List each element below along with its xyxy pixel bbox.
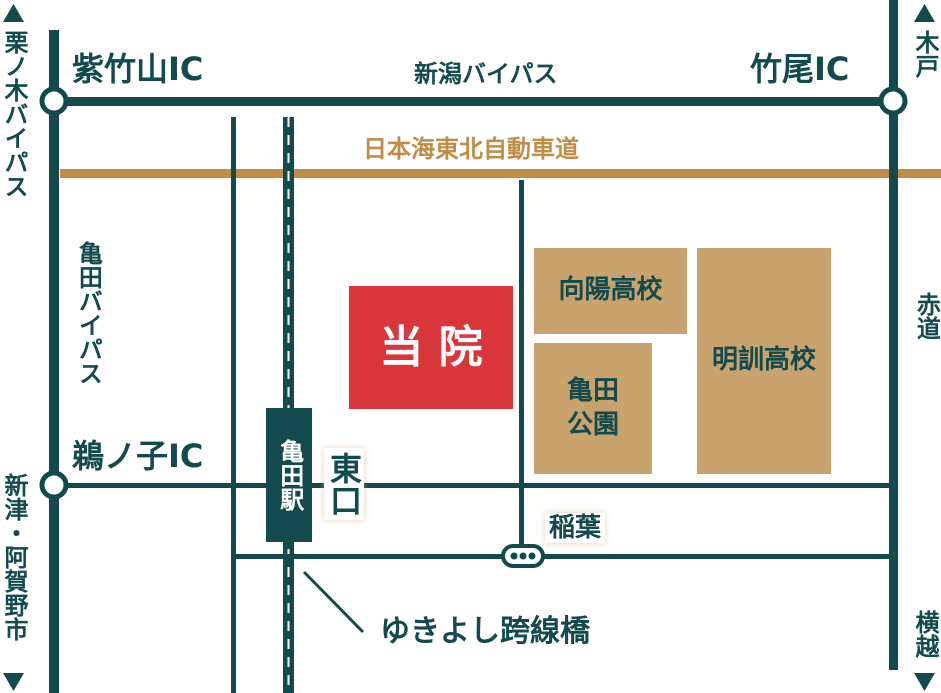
niigata-bypass-label: 新潟バイパス <box>414 60 558 88</box>
niitsu-agano-label: 新津・阿賀野市 <box>0 473 28 641</box>
interchange-circle-icon <box>39 470 69 500</box>
takeo-ic-label: 竹尾IC <box>750 50 850 88</box>
kameda-bypass-road <box>231 117 236 693</box>
arrow-down-icon <box>914 673 935 691</box>
arrow-down-icon <box>3 673 24 691</box>
kameda-park: 亀田公園 <box>534 343 652 474</box>
koyo-high-school: 向陽高校 <box>534 248 687 334</box>
kameda-station-label: 亀田駅 <box>275 439 304 511</box>
kameda-station: 亀田駅 <box>266 408 312 542</box>
kurinoki-bypass-label: 栗ノ木バイパス <box>0 30 28 198</box>
kido-label: 木戸 <box>911 30 939 78</box>
left-vertical-road <box>49 30 59 693</box>
right-vertical-road <box>889 0 898 670</box>
inaba-label: 稲葉 <box>545 513 606 543</box>
shichikuyama-ic-label: 紫竹山IC <box>72 50 204 88</box>
interchange-circle-icon <box>878 86 908 116</box>
clinic-marker: 当 院 <box>349 286 513 409</box>
center-vertical-road <box>519 180 524 558</box>
ic-road <box>59 483 890 488</box>
meikun-high-school: 明訓高校 <box>697 248 831 474</box>
expressway-line <box>60 169 941 178</box>
yukiyoshi-bridge-label: ゆきよし跨線橋 <box>380 614 590 649</box>
east-exit-label: 東口 <box>324 448 364 520</box>
unoko-ic-label: 鵜ノ子IC <box>72 437 204 475</box>
bridge-leader <box>302 570 365 634</box>
kameda-bypass-label: 亀田バイパス <box>74 241 103 385</box>
expressway-label: 日本海東北自動車道 <box>363 135 579 163</box>
arrow-up-icon <box>914 4 935 22</box>
akamichi-label: 赤道 <box>912 292 941 340</box>
interchange-circle-icon <box>39 86 69 116</box>
kameda-park-label: 亀田公園 <box>566 375 619 440</box>
arrow-up-icon <box>3 4 24 22</box>
yokogoshi-label: 横越 <box>911 610 939 658</box>
inagawa-road <box>236 554 890 559</box>
niigata-bypass-line <box>50 97 895 106</box>
